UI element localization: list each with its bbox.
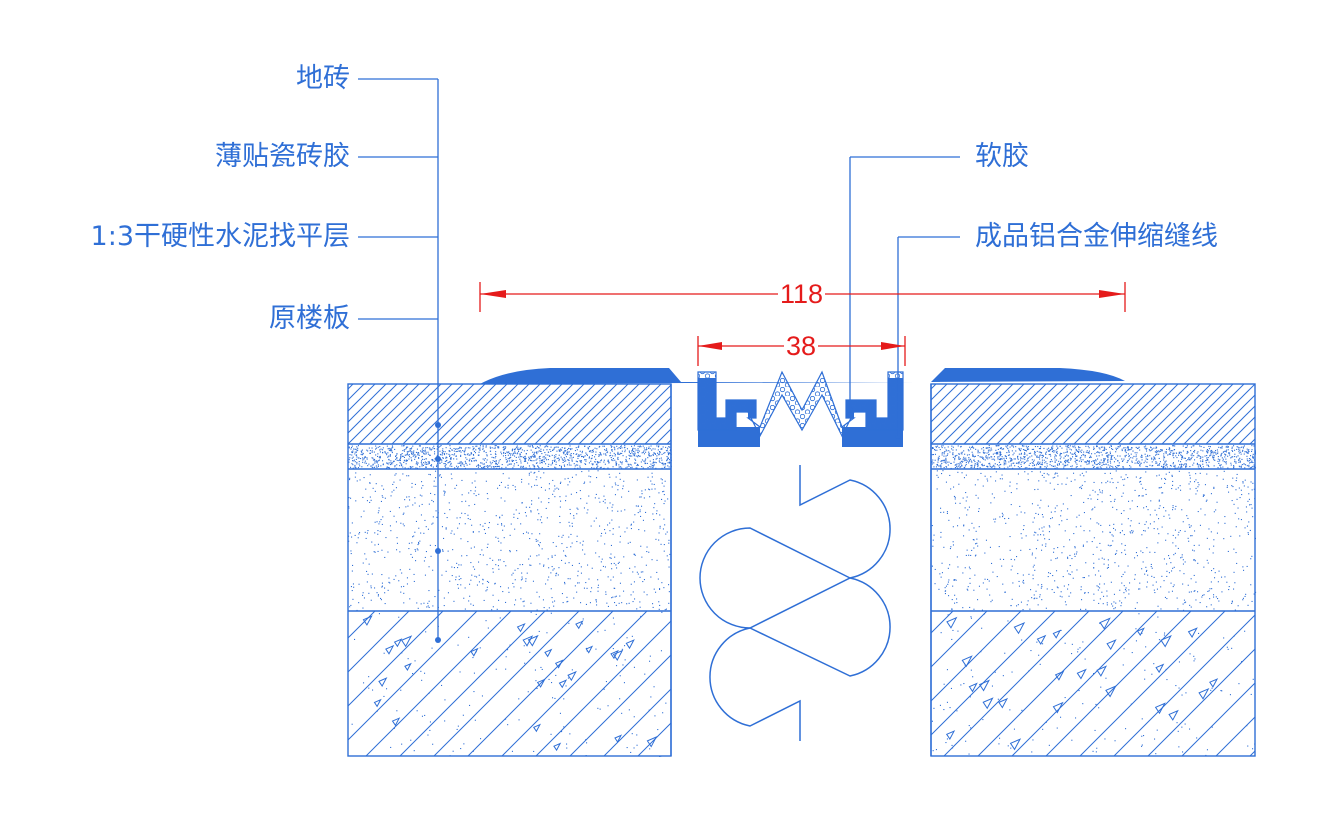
left-slab-layer (348, 611, 671, 756)
right-floor-tile-layer (931, 384, 1255, 444)
label-screed: 1:3干硬性水泥找平层 (90, 221, 350, 252)
label-aluminum-profile: 成品铝合金伸缩缝线 (975, 221, 1218, 252)
backer-rod-filler (699, 465, 891, 741)
soft-rubber-insert (697, 370, 904, 438)
label-soft-rubber: 软胶 (975, 141, 1029, 172)
right-slab-layer (931, 611, 1255, 756)
left-tile-adhesive-layer (348, 445, 672, 470)
label-slab: 原楼板 (269, 303, 350, 334)
left-floor-tile-layer (348, 384, 671, 444)
dimension-overall-width: 118 (778, 279, 826, 309)
right-tile-adhesive-layer (931, 445, 1256, 470)
right-screed-layer (931, 470, 1257, 611)
cover-flange (480, 368, 1125, 384)
right-slab-aggregate (931, 613, 1256, 756)
left-floor-section (348, 384, 672, 757)
left-leader-lines (358, 78, 439, 640)
aluminum-profile (480, 368, 1125, 447)
right-floor-section (931, 384, 1257, 756)
right-leader-lines (849, 156, 960, 436)
left-slab-aggregate (351, 611, 667, 757)
dimension-insert-width: 38 (784, 331, 819, 361)
left-screed-layer (348, 470, 671, 611)
label-floor-tile: 地砖 (296, 63, 350, 94)
label-tile-adhesive: 薄贴瓷砖胶 (215, 141, 350, 172)
layer-outlines (347, 383, 1256, 757)
